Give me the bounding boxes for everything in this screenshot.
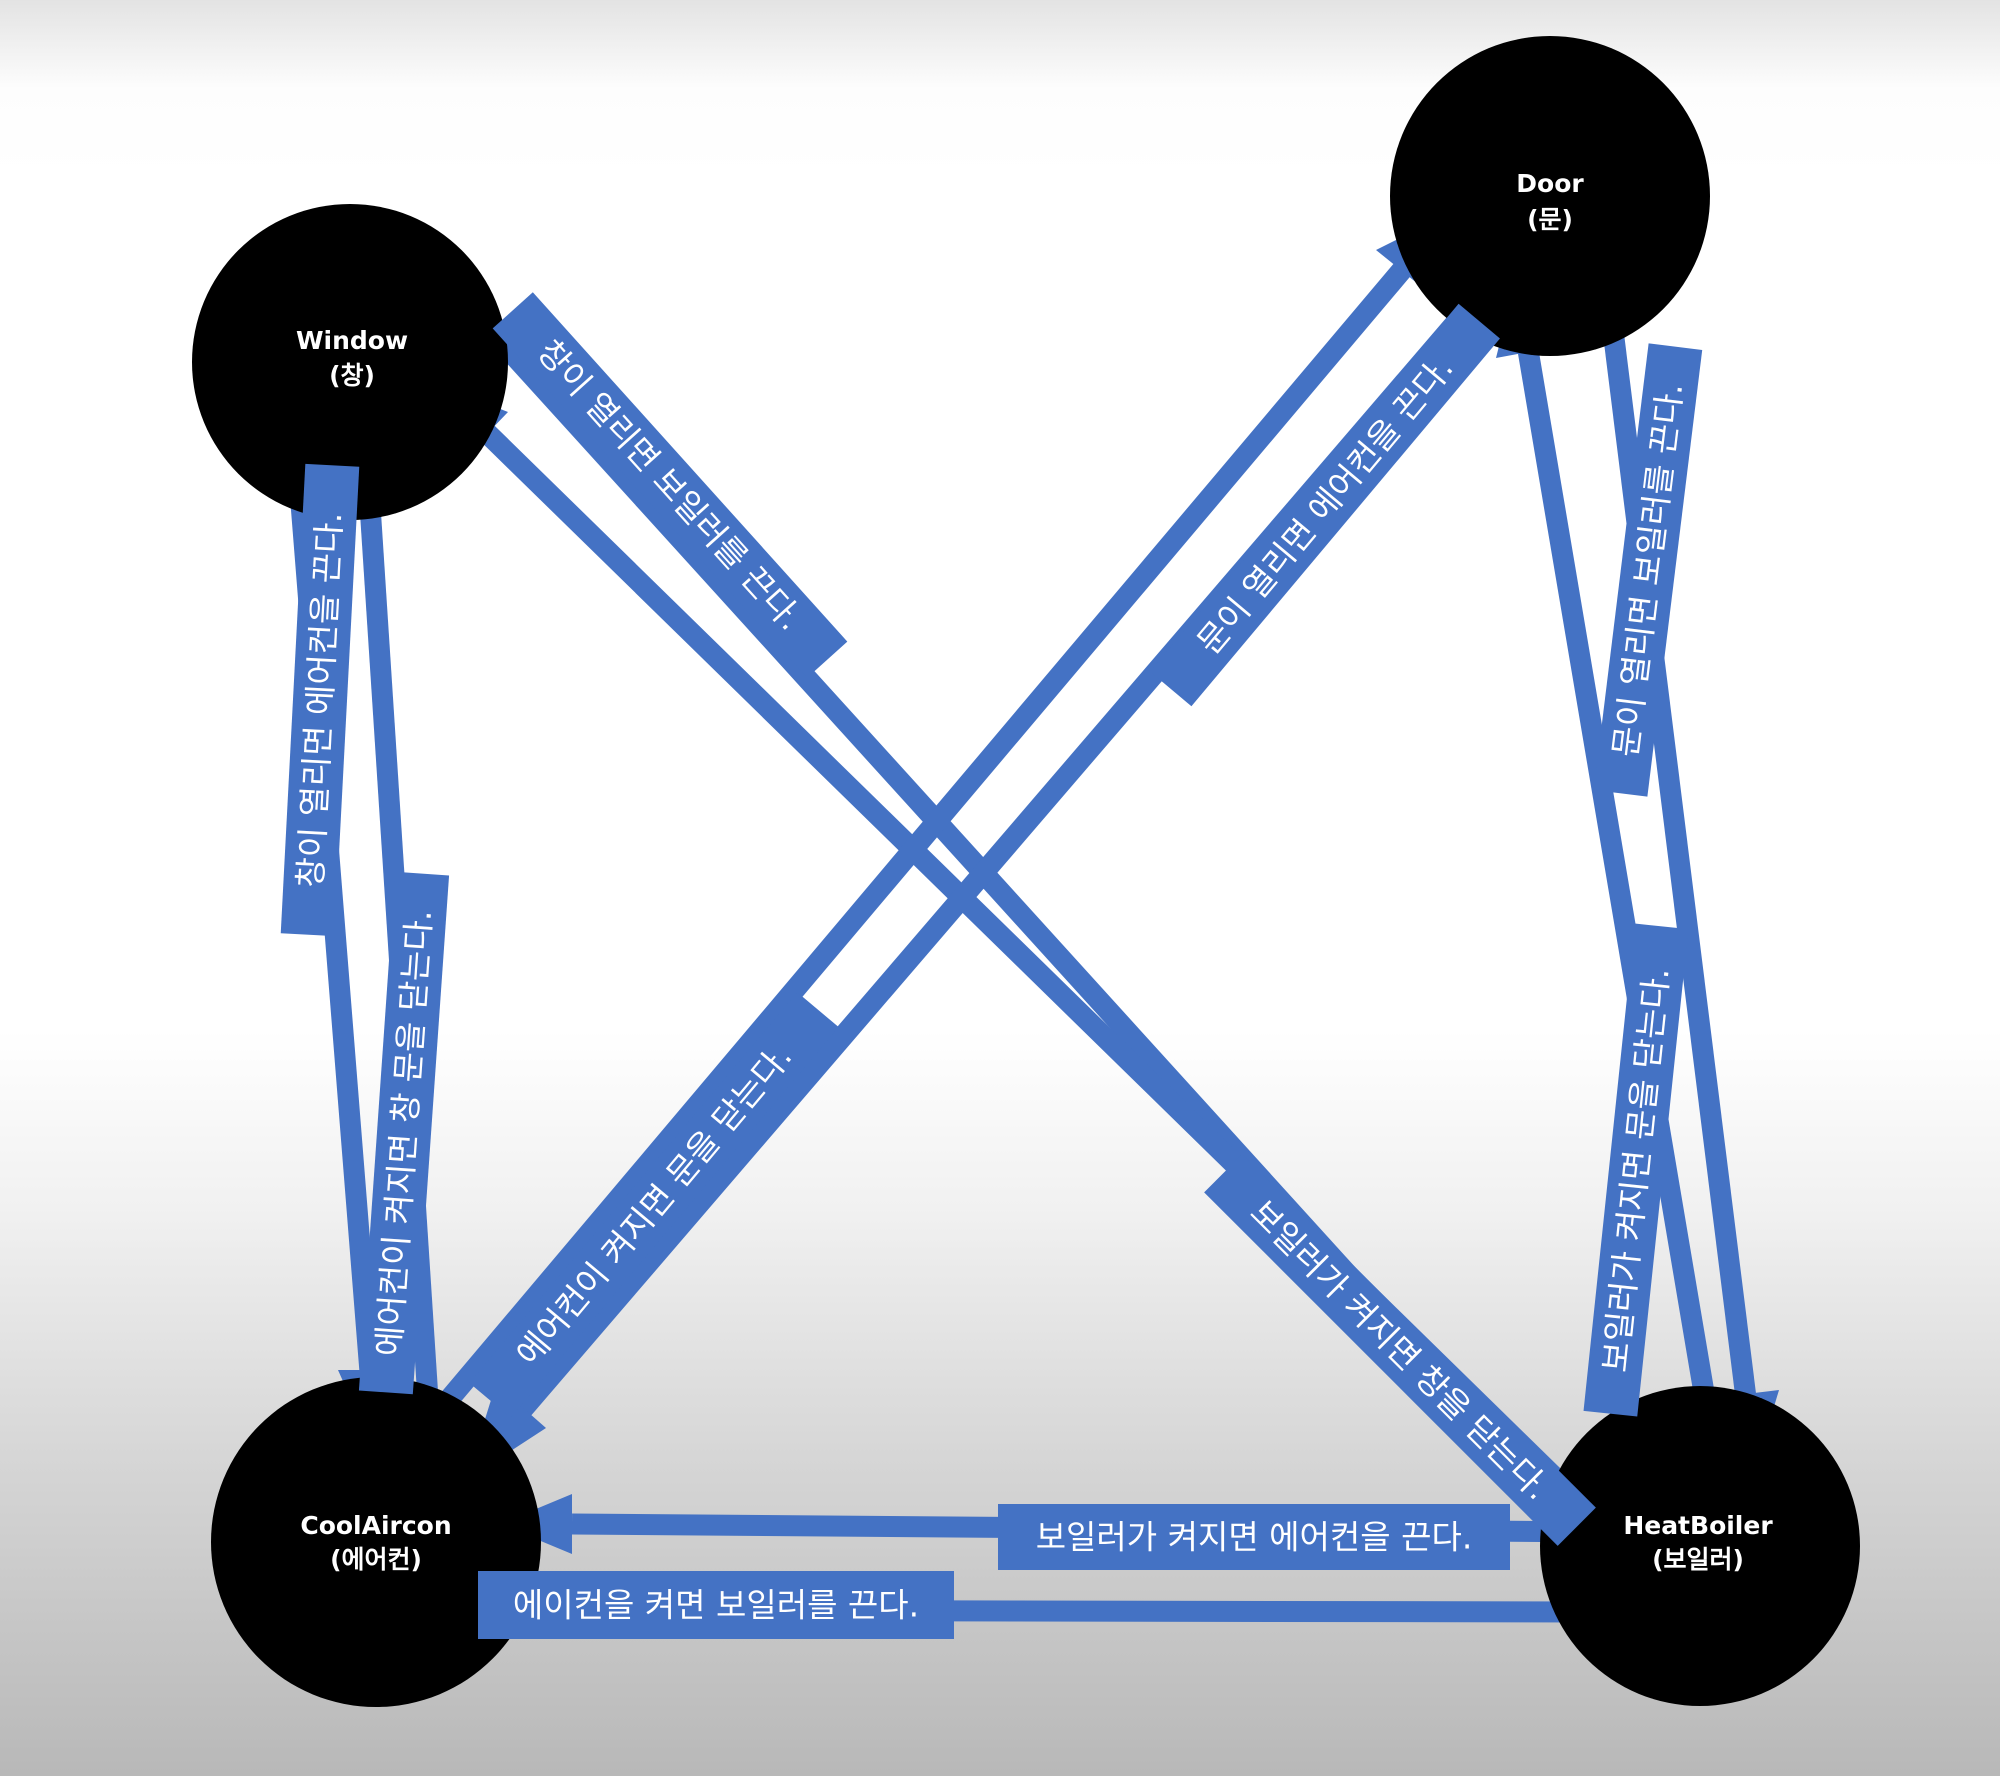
edge-label-aircon-to-window: 에어컨이 켜지면 창 문을 닫는다. xyxy=(358,871,450,1395)
edge-label-boiler-to-window: 보일러가 켜지면 창을 닫는다. xyxy=(1204,1154,1596,1546)
svg-text:문이 열리면 에어컨을 끈다.: 문이 열리면 에어컨을 끈다. xyxy=(1189,348,1461,661)
svg-text:보일러가 켜지면 에어컨을 끈다.: 보일러가 켜지면 에어컨을 끈다. xyxy=(1036,1518,1473,1557)
node-boiler-sub: (보일러) xyxy=(1652,1545,1744,1574)
svg-text:에어컨이 켜지면 문을 닫는다.: 에어컨이 켜지면 문을 닫는다. xyxy=(508,1037,799,1373)
svg-text:에이컨을 켜면 보일러를 끈다.: 에이컨을 켜면 보일러를 끈다. xyxy=(513,1586,919,1625)
node-window-name: Window xyxy=(296,326,408,355)
node-aircon[interactable]: CoolAircon (에어컨) xyxy=(211,1377,541,1707)
edge-label-door-to-boiler: 문이 열리면 보일러를 끈다. xyxy=(1593,343,1703,797)
node-aircon-sub: (에어컨) xyxy=(330,1545,422,1574)
edge-label-aircon-to-door: 에어컨이 켜지면 문을 닫는다. xyxy=(469,992,839,1418)
node-window-sub: (창) xyxy=(329,361,375,390)
node-door-name: Door xyxy=(1516,169,1584,198)
edge-label-boiler-to-aircon: 보일러가 켜지면 에어컨을 끈다. xyxy=(998,1504,1510,1570)
node-window[interactable]: Window (창) xyxy=(192,204,508,520)
node-boiler-name: HeatBoiler xyxy=(1623,1511,1773,1540)
svg-text:창이 열리면 보일러를 끈다.: 창이 열리면 보일러를 끈다. xyxy=(530,332,811,637)
node-door[interactable]: Door (문) xyxy=(1390,36,1710,356)
svg-text:보일러가 켜지면 창을 닫는다.: 보일러가 켜지면 창을 닫는다. xyxy=(1243,1193,1558,1508)
node-boiler[interactable]: HeatBoiler (보일러) xyxy=(1540,1386,1860,1706)
edge-label-aircon-to-boiler: 에이컨을 켜면 보일러를 끈다. xyxy=(478,1571,954,1639)
node-aircon-name: CoolAircon xyxy=(300,1511,451,1540)
node-door-sub: (문) xyxy=(1527,205,1573,234)
edge-label-window-to-aircon: 창이 열리면 에어컨을 끈다. xyxy=(280,463,360,937)
arrows xyxy=(284,206,1779,1642)
